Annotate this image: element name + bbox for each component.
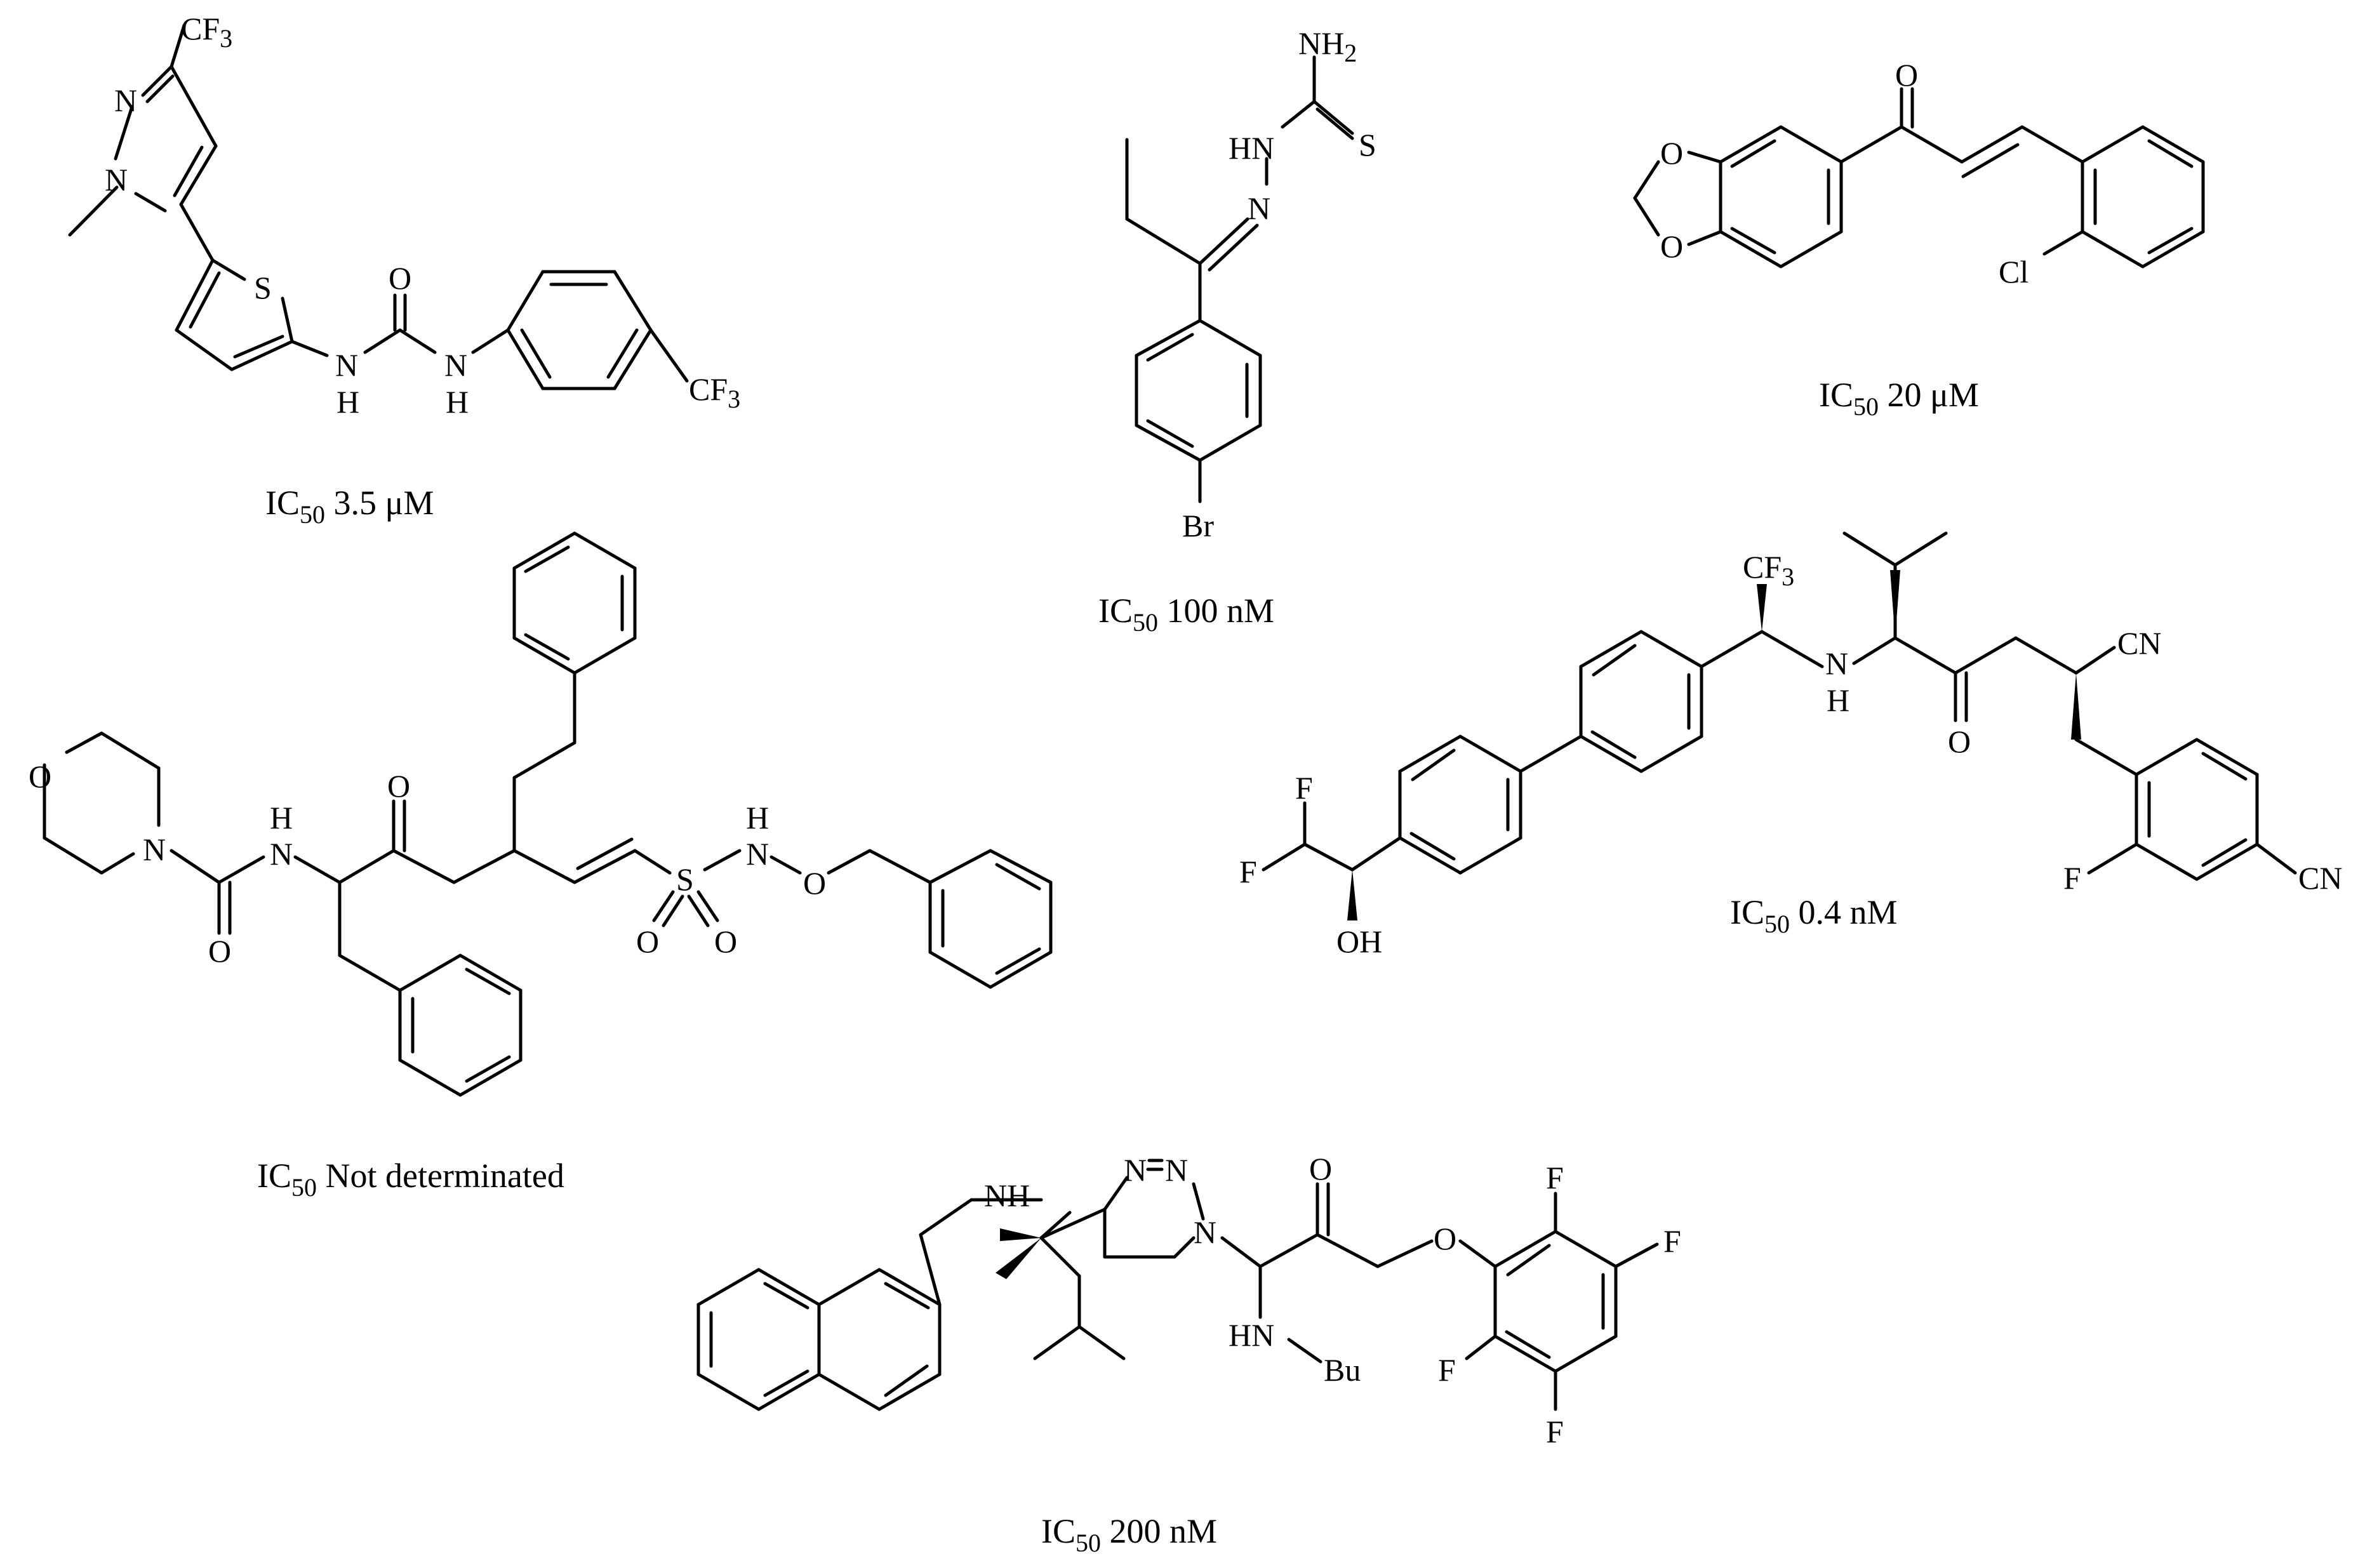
compound-3: O O O Cl IC50 20 μM: [1633, 57, 2205, 421]
compound-6-bu: Bu: [1324, 1352, 1361, 1388]
compound-1-nh1-n: N: [335, 347, 358, 383]
compound-5-f-ring: F: [2063, 860, 2081, 896]
compound-4-o-s1: O: [636, 924, 659, 959]
compound-1-nh2-n: N: [444, 347, 467, 383]
compound-4-s: S: [676, 861, 694, 897]
compound-1-n1: N: [105, 162, 128, 197]
compound-4-n-morpholine: N: [143, 832, 166, 867]
compound-4: O N O H N O S O O H N O IC50 Not determi…: [29, 531, 1053, 1202]
compound-5-bonds: [1262, 531, 2297, 881]
compound-6-ic50: IC50 200 nM: [1041, 1512, 1217, 1557]
compound-4-o-urea: O: [208, 933, 231, 969]
compound-4-o-s2: O: [714, 924, 737, 959]
compound-3-cl: Cl: [1999, 254, 2028, 289]
compound-5-cn1: CN: [2117, 625, 2161, 661]
compound-3-o-ketone: O: [1895, 57, 1918, 93]
compound-4-nh-h2: H: [746, 800, 769, 835]
compound-5-cf3: CF3: [1743, 549, 1794, 591]
compound-2-bonds: [1125, 55, 1354, 503]
compound-6-hn: HN: [1229, 1317, 1274, 1353]
compound-2-hn: HN: [1229, 130, 1274, 166]
compound-2-s: S: [1359, 127, 1376, 163]
compound-3-o-ring-bottom: O: [1660, 229, 1683, 264]
compound-1-nh2-h: H: [446, 384, 469, 420]
compound-1-ic50: IC50 3.5 μM: [265, 484, 434, 529]
compound-6-o-ketone: O: [1309, 1151, 1332, 1186]
compound-1-s: S: [254, 270, 272, 305]
compound-5-ic50: IC50 0.4 nM: [1730, 893, 1898, 938]
compound-6-f1: F: [1546, 1160, 1564, 1195]
compound-6-wedge-nh: [1000, 1228, 1041, 1241]
compound-5-cn2: CN: [2298, 860, 2342, 896]
compound-1: CF3 N N S O N H N H CF3 IC50 3.5 μM: [68, 11, 740, 529]
compound-2-n: N: [1248, 190, 1270, 226]
compound-6-f4: F: [1546, 1414, 1564, 1449]
compound-6-n1: N: [1124, 1152, 1147, 1188]
compound-5-f2: F: [1239, 854, 1257, 889]
compound-2-nh2: NH2: [1298, 25, 1357, 67]
compound-6-o-ether: O: [1434, 1221, 1456, 1256]
compound-4-bonds: [43, 531, 1053, 1097]
compound-6-bonds: [696, 1159, 1659, 1411]
compound-5-wedge-isopropyl: [1890, 570, 1900, 638]
compound-6-wedge-methyl: [996, 1238, 1041, 1279]
compound-4-o-ketone: O: [387, 768, 410, 804]
compound-3-ic50: IC50 20 μM: [1819, 376, 1979, 421]
compound-6-f3: F: [1438, 1352, 1456, 1388]
compound-4-nh-n: N: [270, 836, 293, 872]
compound-5-oh: OH: [1336, 924, 1382, 959]
compound-5-o: O: [1948, 724, 1971, 759]
compound-3-o-ring-top: O: [1660, 135, 1683, 171]
compound-5-wedge-ch2: [2071, 673, 2081, 740]
compound-6-n3: N: [1194, 1214, 1216, 1250]
compound-1-cf3-top: CF3: [181, 11, 232, 53]
compound-5-wedge-oh: [1347, 870, 1357, 920]
compound-1-bonds: [68, 23, 689, 390]
compound-6: NH N N N O O HN Bu F F F F IC50 200 nM: [696, 1151, 1681, 1557]
compound-4-ic50: IC50 Not determinated: [257, 1157, 564, 1202]
compound-5: CF3 N H O CN CN F F F OH IC50 0.4 nM: [1239, 531, 2342, 959]
compound-5-wedge-cf3: [1757, 584, 1767, 632]
compound-3-bonds: [1633, 87, 2205, 269]
compound-4-nh-n2: N: [746, 836, 769, 872]
compound-5-nh-h: H: [1827, 682, 1849, 718]
compound-6-nh: NH: [984, 1178, 1030, 1213]
compound-2-br: Br: [1182, 508, 1214, 543]
compound-5-f1: F: [1295, 770, 1313, 806]
compound-1-nh1-h: H: [336, 384, 359, 420]
compound-6-n2: N: [1165, 1152, 1188, 1188]
compound-4-o-morpholine: O: [29, 759, 51, 794]
compound-6-f2: F: [1663, 1223, 1681, 1259]
compound-2: NH2 HN S N Br IC50 100 nM: [1098, 25, 1376, 637]
compound-1-cf3-right: CF3: [689, 371, 740, 413]
compound-1-o: O: [389, 260, 411, 296]
compound-2-ic50: IC50 100 nM: [1098, 592, 1274, 637]
compound-4-nh-h: H: [270, 800, 293, 835]
compound-5-nh-n: N: [1825, 646, 1848, 681]
compound-4-o-ether: O: [803, 865, 826, 901]
compound-1-n2: N: [114, 83, 137, 118]
